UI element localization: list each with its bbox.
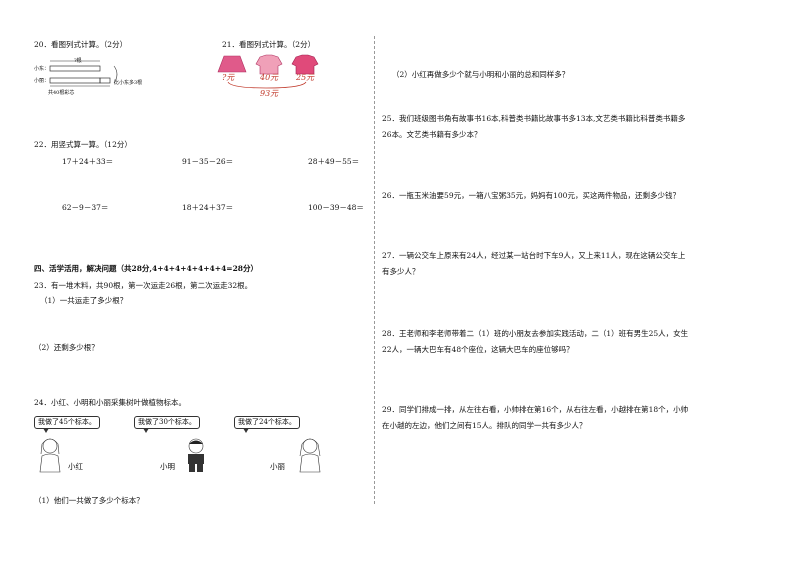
- q24-bubble2: 我做了30个标本。: [134, 416, 200, 433]
- q29-line1: 29．同学们排成一排，从左往右看，小帅排在第16个，从右往左看，小越排在第18个…: [382, 405, 689, 414]
- q22-title: 22．用竖式算一算。（12分）: [34, 140, 132, 149]
- q24-name3: 小丽: [270, 462, 285, 471]
- jacket-icon: [255, 54, 283, 75]
- q21-title: 21．看图列式计算。（2分）: [222, 40, 316, 49]
- q20-right-label: 比小东多3根: [114, 80, 143, 86]
- q24-sub1: （1）他们一共做了多少个标本？: [34, 496, 144, 505]
- q23-sub1: （1）一共运走了多少根？: [40, 296, 128, 305]
- q24-bubble1: 我做了45个标本。: [34, 416, 100, 433]
- q22-expr-1: 17＋24＋33＝: [62, 157, 114, 166]
- q27-line2: 有多少人？: [382, 267, 420, 276]
- q22-expr-6: 100－39－48＝: [308, 203, 364, 212]
- q24-name1: 小红: [68, 462, 83, 471]
- section4-heading: 四、活学活用，解决问题（共28分,4+4+4+4+4+4+4=28分）: [34, 264, 259, 273]
- q21-price2: 40元: [260, 73, 279, 82]
- q21-price3: 25元: [296, 73, 315, 82]
- girl-avatar-1: [39, 438, 61, 473]
- column-divider: [374, 36, 375, 504]
- boy-avatar: [188, 438, 204, 472]
- q28-line2: 22人，一辆大巴车有48个座位，这辆大巴车的座位够吗？: [382, 345, 574, 354]
- q22-expr-4: 62－9－37＝: [62, 203, 109, 212]
- shirt-icon: [291, 54, 319, 75]
- q22-expr-2: 91－35－26＝: [182, 157, 234, 166]
- q20-top-label: ?根: [74, 58, 82, 64]
- q22-expr-3: 28＋49－55＝: [308, 157, 360, 166]
- q20-row2-label: 小丽：: [34, 78, 50, 84]
- q20-title: 20．看图列式计算。（2分）: [34, 40, 128, 49]
- q22-expr-5: 18＋24＋37＝: [182, 203, 234, 212]
- q24-line: 24．小红、小明和小丽采集树叶做植物标本。: [34, 398, 187, 407]
- q28-line1: 28．王老师和李老师带着二（1）班的小朋友去参加实践活动，二（1）班有男生25人…: [382, 329, 689, 338]
- q20-diagram: [49, 60, 118, 87]
- girl-avatar-2: [299, 438, 321, 473]
- q25-line2: 26本。文艺类书籍有多少本？: [382, 130, 482, 139]
- q24-sub2: （2）小红再做多少个就与小明和小丽的总和同样多？: [392, 70, 570, 79]
- q26-line1: 26．一瓶玉米油要59元，一箱八宝粥35元，妈妈有100元，买这两件物品，还剩多…: [382, 191, 680, 200]
- q23-sub2: （2）还剩多少根？: [34, 343, 99, 352]
- skirt-icon: [217, 55, 247, 73]
- q21-total: 93元: [260, 89, 279, 98]
- q23-line: 23．有一堆木料，共90根，第一次运走26根，第二次运走32根。: [34, 281, 253, 290]
- q24-name2: 小明: [160, 462, 175, 471]
- q20-bottom-label: 共40根彩芯: [48, 90, 75, 96]
- q29-line2: 在小越的左边，他们之间有15人。排队的同学一共有多少人？: [382, 421, 587, 430]
- q25-line1: 25．我们班级图书角有故事书16本,科普类书籍比故事书多13本,文艺类书籍比科普…: [382, 114, 686, 123]
- q21-clothes-picture: [217, 54, 319, 89]
- q27-line1: 27．一辆公交车上原来有24人，经过某一站台时下车9人，又上来11人，现在这辆公…: [382, 251, 686, 260]
- q20-row1-label: 小东：: [34, 66, 50, 72]
- q24-bubble3: 我做了24个标本。: [234, 416, 300, 433]
- q21-price1: ?元: [222, 73, 235, 82]
